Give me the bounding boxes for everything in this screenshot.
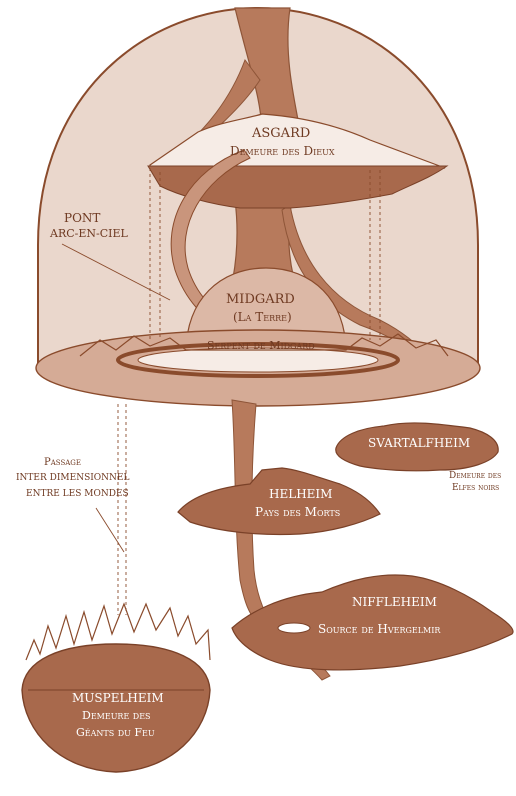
muspelheim-island: [22, 644, 210, 772]
passage-label-3: ENTRE LES MONDES: [26, 489, 129, 499]
helheim-name: HELHEIM: [269, 488, 332, 502]
muspelheim-name: MUSPELHEIM: [72, 692, 164, 706]
svartalfheim-desc-1: Demeure des: [449, 471, 501, 481]
serpent-label: Serpent de Midgard: [207, 340, 315, 353]
midgard-desc: (La Terre): [233, 311, 292, 325]
muspelheim-desc-2: Géants du Feu: [76, 727, 155, 740]
muspelheim-desc-1: Demeure des: [82, 710, 151, 723]
passage-label-1: Passage: [44, 457, 81, 469]
midgard-name: MIDGARD: [226, 293, 295, 308]
pont-label-1: PONT: [64, 212, 100, 226]
passage-label-2: INTER DIMENSIONNEL: [16, 473, 129, 483]
asgard-desc: Demeure des Dieux: [230, 145, 335, 159]
niffleheim-name: NIFFLEHEIM: [352, 596, 437, 610]
svartalfheim-desc-2: Elfes noirs: [452, 483, 499, 493]
hvergelmir-spring: [278, 623, 310, 633]
pont-label-2: ARC-EN-CIEL: [50, 228, 128, 241]
hvergelmir-label: Source de Hvergelmir: [318, 623, 440, 637]
asgard-name: ASGARD: [252, 127, 310, 142]
svartalfheim-name: SVARTALFHEIM: [368, 437, 470, 451]
passage-leader-line: [96, 508, 124, 552]
helheim-desc: Pays des Morts: [255, 506, 340, 520]
